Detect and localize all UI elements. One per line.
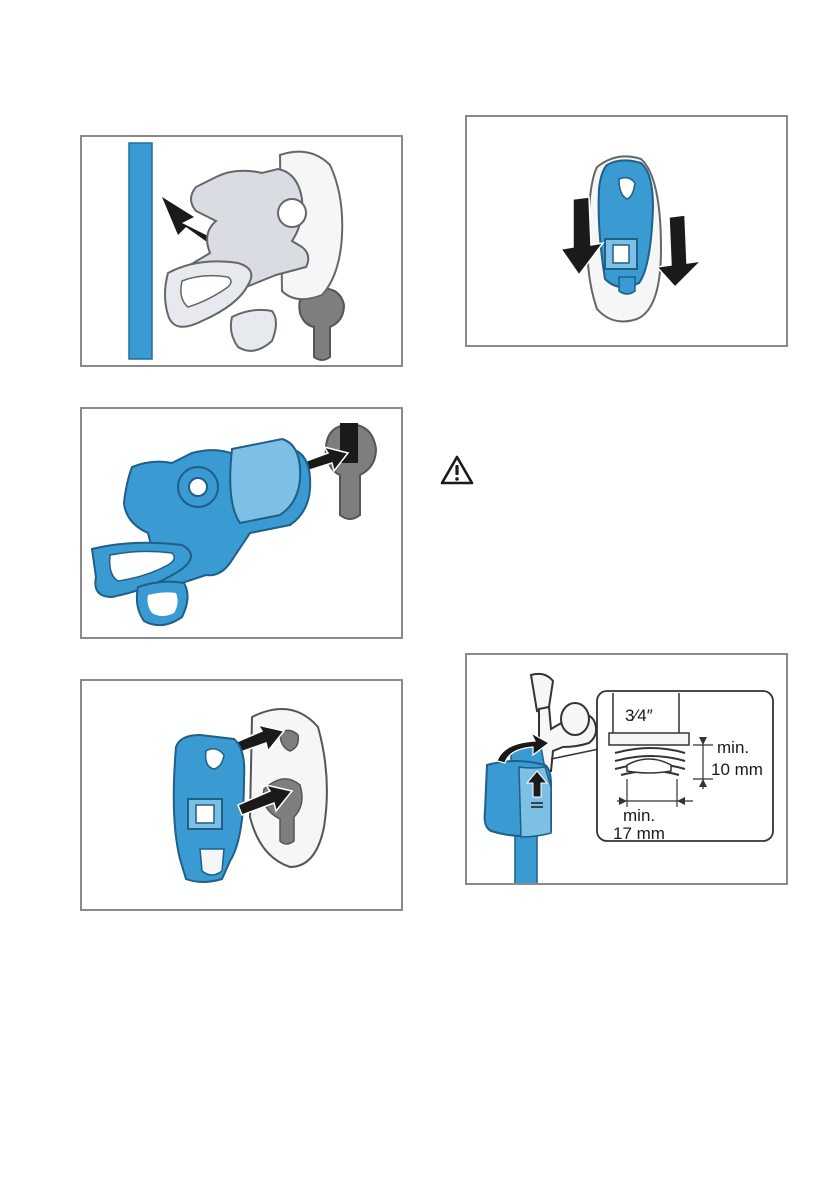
illustration-tap: 3⁄4″ min. 10 mm min. 17 mm: [467, 655, 788, 885]
illustration-clip-down: [467, 117, 788, 347]
min-width-line2: 17 mm: [613, 824, 665, 843]
min-height-line2: 10 mm: [711, 760, 763, 779]
lower-loop-opening: [148, 592, 178, 616]
figure-clip-onto-plate: [80, 679, 403, 911]
nut-top: [609, 733, 689, 745]
warning-triangle-icon: [439, 454, 475, 486]
thread-size-label: 3⁄4″: [625, 706, 653, 725]
illustration-clip-plate: [82, 681, 403, 911]
min-width-line1: min.: [623, 806, 655, 825]
clip-square-inner: [196, 805, 214, 823]
figure-tap-connection: 3⁄4″ min. 10 mm min. 17 mm: [465, 653, 788, 885]
blue-rail: [129, 143, 152, 359]
min-height-line1: min.: [717, 738, 749, 757]
figure-hose-holder-on-rail: [80, 135, 403, 367]
clip-lower-tail: [619, 277, 635, 294]
holder-hole: [278, 199, 306, 227]
illustration-holder-rail: [82, 137, 403, 367]
holder-hole-inner: [189, 478, 207, 496]
clip-lower-tail: [200, 849, 224, 875]
leader-line: [551, 749, 599, 759]
wall-rosette: [561, 703, 589, 735]
illustration-holder-insert: [82, 409, 403, 639]
holder-lower-loop: [231, 310, 276, 351]
figure-holder-insert-keyhole: [80, 407, 403, 639]
tap-handle-icon: [531, 674, 553, 711]
figure-clip-slide-down: [465, 115, 788, 347]
clip-square-inner: [613, 245, 629, 263]
arrow-down-right-icon: [657, 215, 701, 287]
